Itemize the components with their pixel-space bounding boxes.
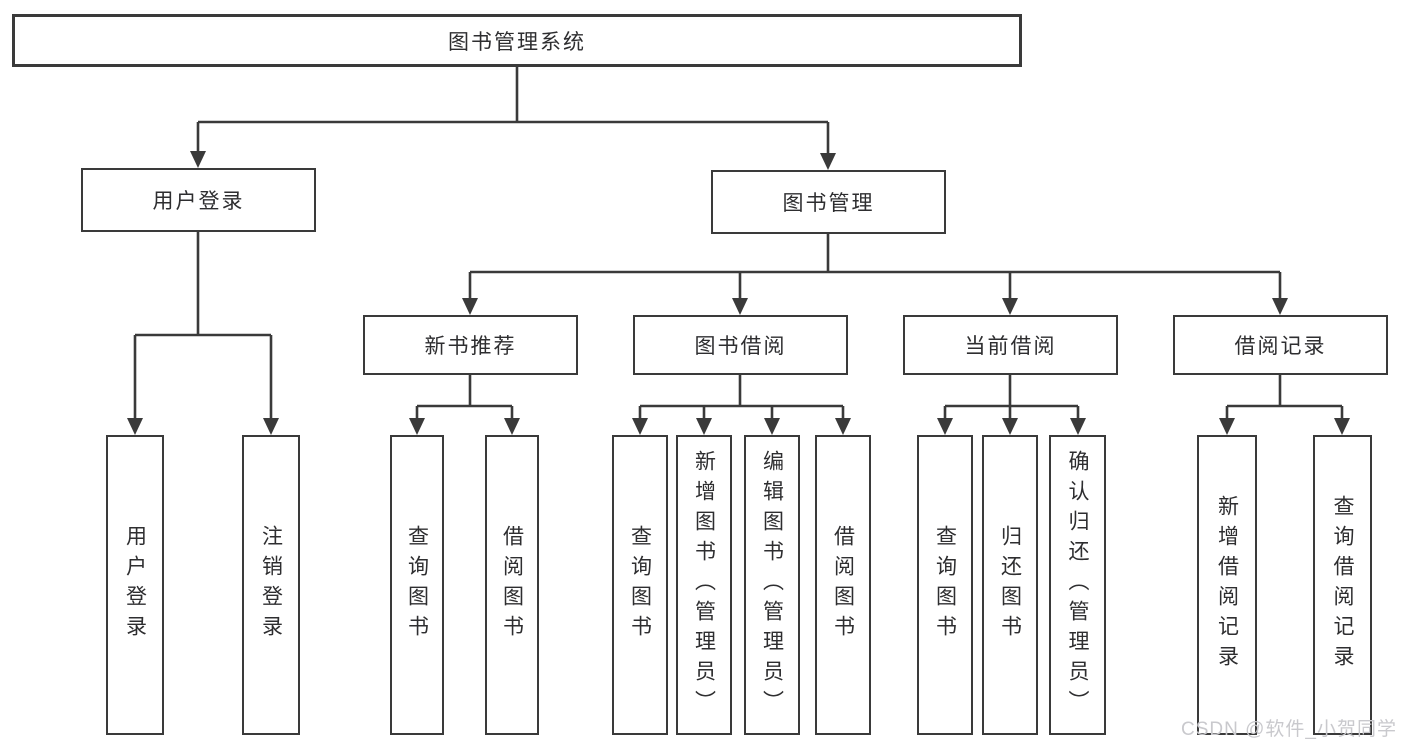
node-label: 当前借阅 <box>964 335 1057 358</box>
connector-records-to-leaves <box>1225 375 1344 420</box>
node-label: 图书管理系统 <box>448 30 586 54</box>
connector-userlogin-to-leaves <box>133 232 273 420</box>
leaf-logout: 注销登录 <box>242 435 300 735</box>
node-book-borrowing: 图书借阅 <box>633 315 848 375</box>
node-label: 新书推荐 <box>424 335 517 358</box>
node-label: 查询借阅记录 <box>1331 495 1354 675</box>
leaf-query-books-borrowing: 查询图书 <box>612 435 668 735</box>
node-label: 确认归还（管理员） <box>1066 450 1089 720</box>
leaf-user-login: 用户登录 <box>106 435 164 735</box>
node-label: 图书借阅 <box>694 335 787 358</box>
leaf-add-book-admin: 新增图书（管理员） <box>676 435 732 735</box>
leaf-return-books: 归还图书 <box>982 435 1038 735</box>
node-borrowing-records: 借阅记录 <box>1173 315 1388 375</box>
node-label: 借阅图书 <box>500 525 524 645</box>
node-label: 编辑图书（管理员） <box>760 450 784 720</box>
node-label: 新增借阅记录 <box>1215 495 1239 675</box>
connector-borrowing-to-leaves <box>638 375 845 420</box>
node-label: 归还图书 <box>998 525 1022 645</box>
leaf-edit-book-admin: 编辑图书（管理员） <box>744 435 800 735</box>
leaf-query-books-current: 查询图书 <box>917 435 973 735</box>
leaf-borrow-books-recommend: 借阅图书 <box>485 435 539 735</box>
node-library-management-system: 图书管理系统 <box>12 14 1022 67</box>
node-user-login: 用户登录 <box>81 168 316 232</box>
arrowheads <box>127 151 1350 435</box>
csdn-watermark: CSDN @软件_小贺同学 <box>1181 719 1397 740</box>
node-label: 查询图书 <box>405 525 429 645</box>
node-label: 查询图书 <box>628 525 652 645</box>
node-label: 借阅记录 <box>1234 335 1327 358</box>
leaf-query-borrow-record: 查询借阅记录 <box>1313 435 1372 735</box>
node-label: 注销登录 <box>259 525 283 645</box>
node-label: 查询图书 <box>933 525 957 645</box>
connector-root-to-level2 <box>196 67 830 155</box>
connector-newbook-to-leaves <box>415 375 514 420</box>
node-label: 图书管理 <box>782 192 875 215</box>
node-book-management: 图书管理 <box>711 170 946 234</box>
leaf-confirm-return-admin: 确认归还（管理员） <box>1049 435 1106 735</box>
node-label: 用户登录 <box>152 190 245 213</box>
node-label: 借阅图书 <box>831 525 855 645</box>
leaf-borrow-books: 借阅图书 <box>815 435 871 735</box>
node-label: 用户登录 <box>123 525 147 645</box>
connector-bookmgmt-to-level3 <box>468 234 1282 300</box>
node-label: 新增图书（管理员） <box>692 450 716 720</box>
connector-current-to-leaves <box>943 375 1080 420</box>
leaf-add-borrow-record: 新增借阅记录 <box>1197 435 1257 735</box>
leaf-query-books-recommend: 查询图书 <box>390 435 444 735</box>
node-new-book-recommendation: 新书推荐 <box>363 315 578 375</box>
node-current-borrowing: 当前借阅 <box>903 315 1118 375</box>
